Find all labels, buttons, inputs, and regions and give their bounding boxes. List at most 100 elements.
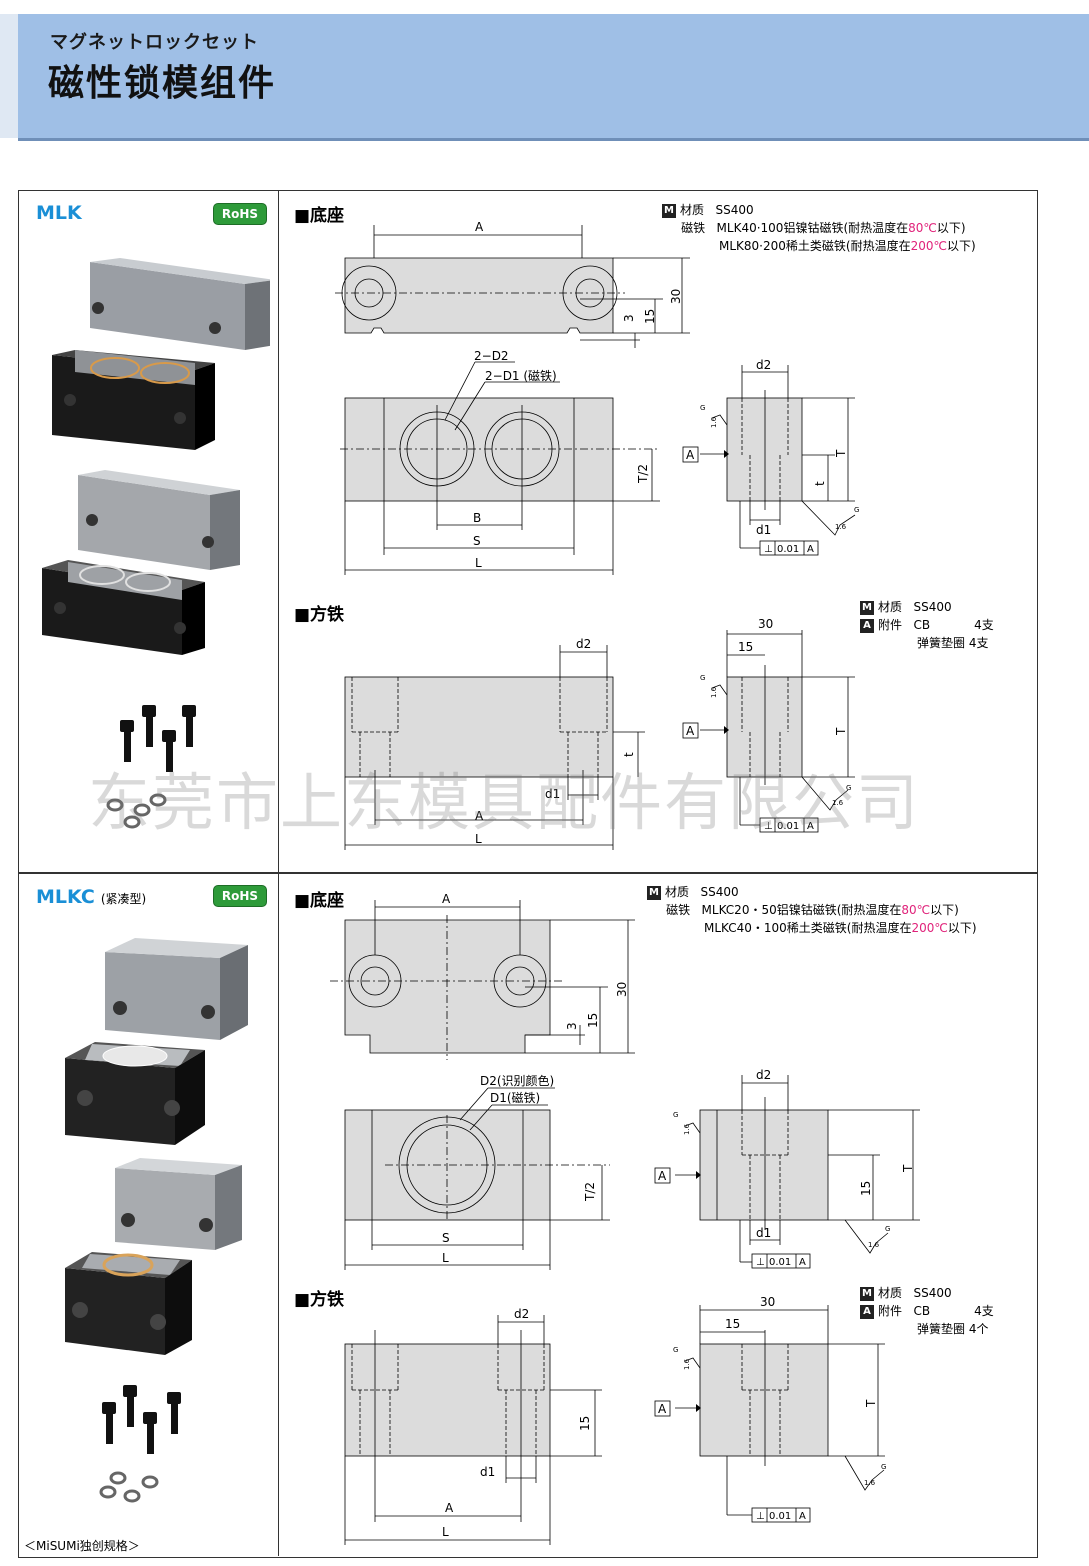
dim-15: 15 bbox=[643, 309, 657, 324]
dim-15: 15 bbox=[859, 1181, 873, 1196]
mlkc-product-photo bbox=[65, 938, 248, 1503]
tolerance-value: 0.01 bbox=[769, 1511, 791, 1522]
dim-T2: T/2 bbox=[583, 1182, 597, 1202]
watermark: 东莞市上东模具配件有限公司 bbox=[88, 766, 921, 839]
dim-T: T bbox=[864, 1399, 878, 1408]
dim-30: 30 bbox=[758, 617, 773, 631]
material-icon: M bbox=[662, 203, 676, 218]
dim-30: 30 bbox=[615, 982, 629, 997]
grind-G: G bbox=[846, 784, 851, 792]
header-banner: マグネットロックセット 磁性锁模组件 bbox=[0, 14, 1089, 141]
material-icon: M bbox=[860, 1286, 874, 1301]
header-subtitle: マグネットロックセット bbox=[50, 32, 259, 53]
dim-L: L bbox=[475, 832, 482, 846]
tolerance-datum: A bbox=[807, 544, 814, 555]
mlk-iron-drawing: A d2 A L d1 t 30 15 T 0.01 A ⊥ 1.6 G 1.6… bbox=[344, 617, 855, 850]
mlkc-iron-heading: ■方铁 bbox=[294, 1290, 345, 1310]
datum-label: A bbox=[686, 448, 695, 462]
perp-symbol: ⊥ bbox=[756, 1511, 765, 1522]
roughness: 1.6 bbox=[683, 1358, 691, 1370]
dim-T: T bbox=[901, 1164, 915, 1173]
mlk-title: MLK bbox=[36, 202, 82, 224]
dim-3: 3 bbox=[565, 1022, 579, 1030]
grind-G: G bbox=[885, 1225, 890, 1233]
dim-T2: T/2 bbox=[636, 464, 650, 484]
mlkc-section bbox=[18, 872, 1038, 1558]
grind-G: G bbox=[700, 404, 705, 412]
perp-symbol: ⊥ bbox=[764, 821, 773, 832]
grind-G: G bbox=[854, 506, 859, 514]
label-2D2: 2−D2 bbox=[474, 349, 509, 363]
datum-label: A bbox=[658, 1402, 667, 1416]
roughness: 1.6 bbox=[710, 686, 718, 698]
mlkc-iron-drawing: A d2 d1 A L 15 30 15 T 0.01 A ⊥ 1.6 G 1.… bbox=[344, 1295, 886, 1545]
label-2D1: 2−D1 (磁铁) bbox=[485, 368, 557, 383]
mlk-base-heading: ■底座 bbox=[294, 206, 345, 226]
mlkc-title: MLKC(紧凑型) bbox=[36, 886, 147, 908]
mlk-section bbox=[18, 190, 1038, 874]
dim-d2: d2 bbox=[756, 1068, 771, 1082]
dim-d2: d2 bbox=[756, 358, 771, 372]
roughness: 1.6 bbox=[710, 416, 718, 428]
roughness: 1.6 bbox=[832, 799, 844, 807]
datum-label: A bbox=[686, 724, 695, 738]
roughness: 1.6 bbox=[868, 1241, 880, 1249]
grind-G: G bbox=[673, 1111, 678, 1119]
dim-t: t bbox=[813, 481, 827, 486]
dim-T: T bbox=[834, 727, 848, 736]
roughness: 1.6 bbox=[864, 1479, 876, 1487]
dim-15: 15 bbox=[725, 1317, 740, 1331]
mlk-iron-heading: ■方铁 bbox=[294, 605, 345, 625]
dim-15: 15 bbox=[578, 1416, 592, 1431]
dim-S: S bbox=[442, 1231, 450, 1245]
tolerance-datum: A bbox=[799, 1257, 806, 1268]
material-icon: M bbox=[647, 885, 661, 900]
perp-symbol: ⊥ bbox=[756, 1257, 765, 1268]
dim-d2: d2 bbox=[576, 637, 591, 651]
label-D1: D1(磁铁) bbox=[490, 1090, 540, 1105]
tolerance-datum: A bbox=[799, 1511, 806, 1522]
dim-L: L bbox=[475, 556, 482, 570]
dim-t: t bbox=[622, 752, 636, 757]
dim-30: 30 bbox=[669, 289, 683, 304]
dim-B: B bbox=[473, 511, 481, 525]
tolerance-value: 0.01 bbox=[777, 821, 799, 832]
roughness: 1.6 bbox=[835, 523, 847, 531]
mlk-product-photo bbox=[42, 258, 270, 829]
mlkc-rohs-badge: RoHS bbox=[213, 885, 267, 907]
dim-L: L bbox=[442, 1251, 449, 1265]
grind-G: G bbox=[881, 1463, 886, 1471]
tolerance-datum: A bbox=[807, 821, 814, 832]
dim-T: T bbox=[834, 449, 848, 458]
dim-d1: d1 bbox=[480, 1465, 495, 1479]
dim-3: 3 bbox=[622, 314, 636, 322]
accessory-icon: A bbox=[860, 1304, 874, 1319]
dim-A: A bbox=[442, 892, 451, 906]
dim-d1: d1 bbox=[756, 1226, 771, 1240]
roughness: 1.6 bbox=[683, 1123, 691, 1135]
dim-A: A bbox=[475, 220, 484, 234]
mlkc-base-heading: ■底座 bbox=[294, 891, 345, 911]
dim-d1: d1 bbox=[545, 787, 560, 801]
mlk-column-divider bbox=[278, 190, 279, 1556]
header-title: 磁性锁模组件 bbox=[48, 63, 277, 104]
dim-S: S bbox=[473, 534, 481, 548]
label-D2: D2(识别颜色) bbox=[480, 1073, 554, 1088]
footer-note: ＜MiSUMi独创规格＞ bbox=[24, 1539, 140, 1553]
grind-G: G bbox=[673, 1346, 678, 1354]
mlk-rohs-badge: RoHS bbox=[213, 203, 267, 225]
dim-d2: d2 bbox=[514, 1307, 529, 1321]
mlkc-base-drawing: A A 30 15 3 S L T/2 D2(识别颜色) D1(磁铁) d2 d… bbox=[330, 892, 920, 1270]
material-icon: M bbox=[860, 600, 874, 615]
dim-A: A bbox=[475, 809, 484, 823]
dim-L: L bbox=[442, 1525, 449, 1539]
banner-shade bbox=[0, 14, 18, 138]
perp-symbol: ⊥ bbox=[764, 544, 773, 555]
dim-15: 15 bbox=[586, 1013, 600, 1028]
mlk-base-drawing: A A 30 15 3 B S L T/2 2−D2 2−D1 (磁铁) d2 … bbox=[335, 220, 859, 575]
accessory-icon: A bbox=[860, 618, 874, 633]
tolerance-value: 0.01 bbox=[769, 1257, 791, 1268]
